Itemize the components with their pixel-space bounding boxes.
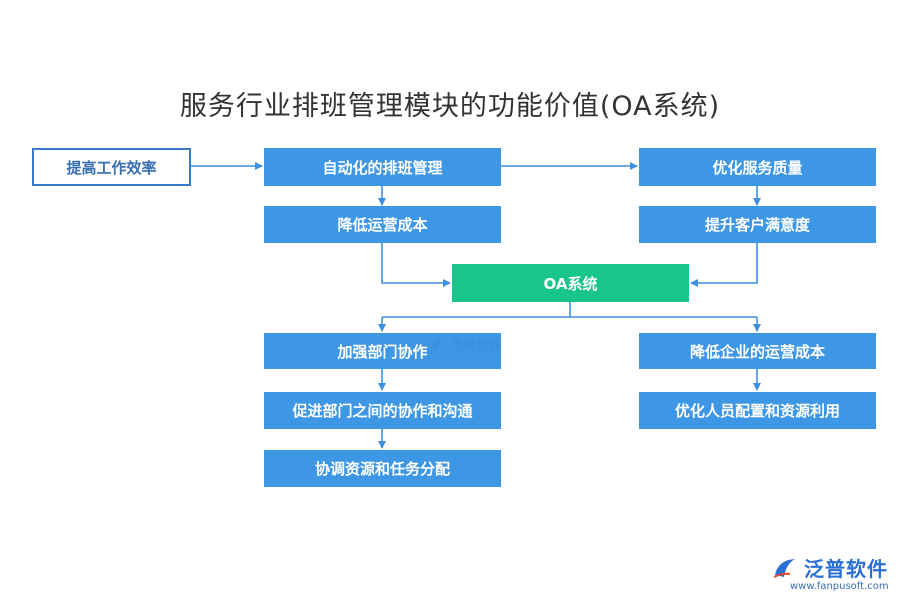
brand-logo: 泛普软件: [772, 553, 888, 582]
watermark-logo-icon: [430, 338, 444, 350]
node-collab: 加强部门协作: [264, 333, 501, 369]
fanpu-logo-icon: [773, 558, 795, 578]
watermark-text: 泛普软件: [450, 338, 503, 353]
diagram-title: 服务行业排班管理模块的功能价值(OA系统): [179, 91, 721, 122]
node-optimize-staff: 优化人员配置和资源利用: [639, 392, 876, 429]
center-watermark: 泛普软件: [428, 334, 502, 353]
connector-oa-split: [382, 302, 571, 318]
node-efficiency: 提高工作效率: [32, 148, 191, 186]
node-auto-schedule: 自动化的排班管理: [264, 148, 501, 186]
node-coordinate: 协调资源和任务分配: [264, 450, 501, 487]
logo-url: www.fanpusoft.com: [790, 581, 889, 592]
arrow-satisfaction-to-oa: [690, 243, 758, 287]
node-reduce-cost: 降低运营成本: [264, 206, 501, 243]
node-enterprise-cost: 降低企业的运营成本: [639, 333, 876, 369]
node-oa-system: OA系统: [452, 264, 689, 302]
node-communicate: 促进部门之间的协作和沟通: [264, 392, 501, 429]
logo-text: 泛普软件: [804, 557, 888, 581]
node-satisfaction: 提升客户满意度: [639, 206, 876, 243]
arrow-cost-to-oa: [381, 243, 451, 287]
node-optimize-service: 优化服务质量: [639, 148, 876, 186]
